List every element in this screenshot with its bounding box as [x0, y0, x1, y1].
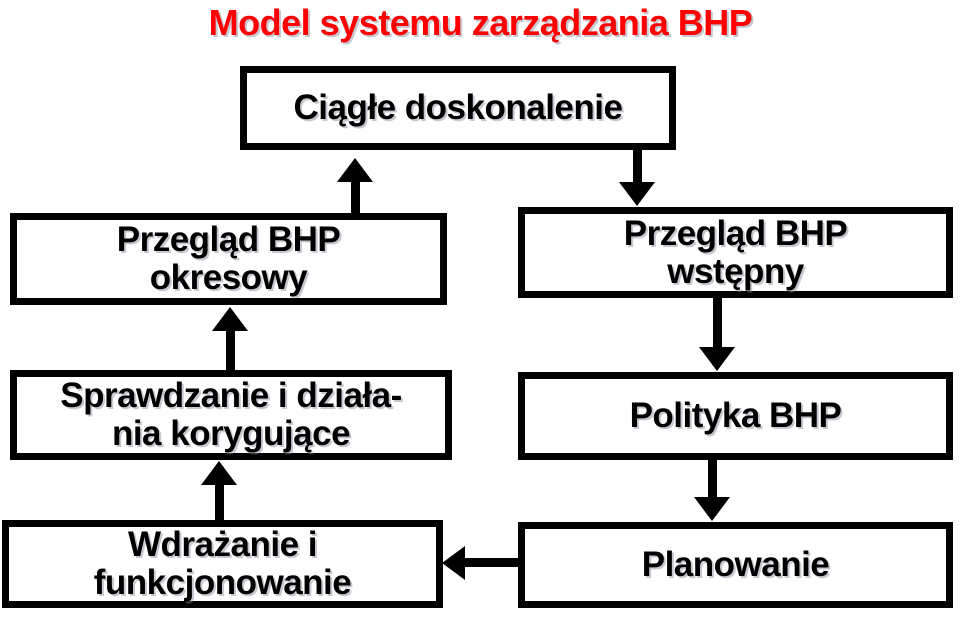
node-initial-ohs-review: Przegląd BHP wstępny [518, 207, 953, 298]
arrow-shaft [351, 179, 360, 213]
diagram-title: Model systemu zarządzania BHP [208, 2, 753, 43]
arrow-shaft [633, 150, 642, 185]
arrow-head-down-icon [694, 497, 730, 521]
node-ohs-policy: Polityka BHP [518, 372, 953, 460]
node-label: Ciągłe doskonalenie [293, 88, 623, 127]
node-label: Polityka BHP [629, 396, 842, 435]
arrow-shaft [215, 482, 224, 520]
node-implementation-and-operation: Wdrażanie i funkcjonowanie [2, 520, 443, 608]
node-label: funkcjonowanie [93, 563, 352, 602]
arrow-shaft [226, 328, 235, 370]
arrow-shaft [713, 298, 722, 350]
node-label: Sprawdzanie i działa- [60, 376, 402, 415]
node-continuous-improvement: Ciągłe doskonalenie [240, 66, 676, 150]
node-label: Wdrażanie i [128, 525, 317, 564]
arrow-head-down-icon [619, 182, 655, 206]
arrow-head-left-icon [442, 546, 465, 580]
node-periodic-ohs-review: Przegląd BHP okresowy [10, 213, 447, 305]
node-label: Przegląd BHP [116, 220, 341, 259]
arrow-head-down-icon [699, 347, 735, 371]
arrow-shaft [463, 558, 518, 567]
node-label: okresowy [149, 258, 308, 297]
arrow-shaft [708, 460, 717, 500]
arrow-head-up-icon [201, 461, 237, 485]
node-label: wstępny [667, 251, 804, 291]
node-label: Planowanie [641, 545, 830, 584]
arrow-head-up-icon [337, 158, 373, 182]
arrow-head-up-icon [212, 307, 248, 331]
node-label: nia korygujące [111, 414, 351, 453]
node-planning: Planowanie [518, 522, 953, 608]
node-checking-and-corrective-actions: Sprawdzanie i działa- nia korygujące [10, 370, 452, 460]
node-label: Przegląd BHP [623, 213, 848, 253]
